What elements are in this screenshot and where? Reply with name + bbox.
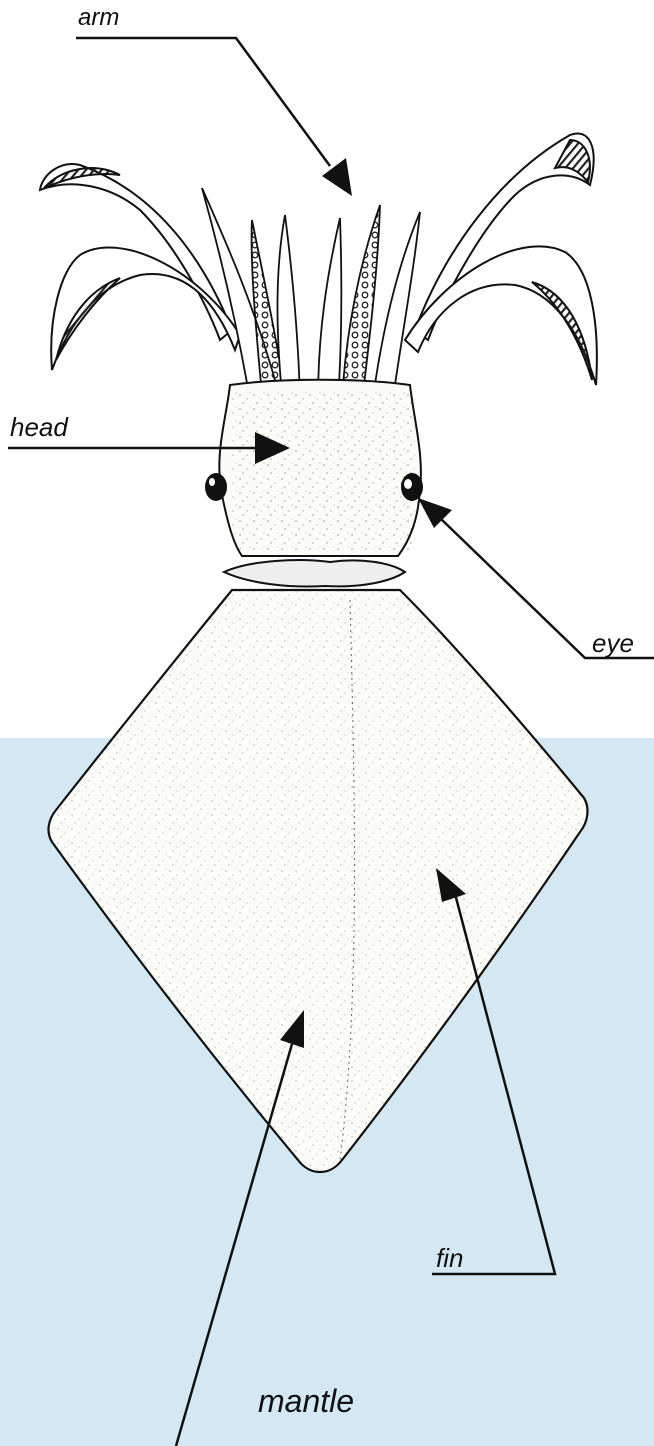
label-eye: eye	[592, 630, 634, 656]
arms	[202, 188, 420, 405]
arm-arrowhead	[322, 158, 352, 196]
eye-right	[401, 473, 423, 501]
label-fin: fin	[436, 1245, 463, 1271]
label-mantle: mantle	[258, 1385, 354, 1417]
label-head: head	[10, 414, 68, 440]
label-arm: arm	[78, 6, 119, 30]
collar	[224, 560, 405, 586]
eye-left	[205, 473, 227, 501]
tentacles	[40, 133, 597, 385]
arm-leader	[76, 38, 330, 166]
